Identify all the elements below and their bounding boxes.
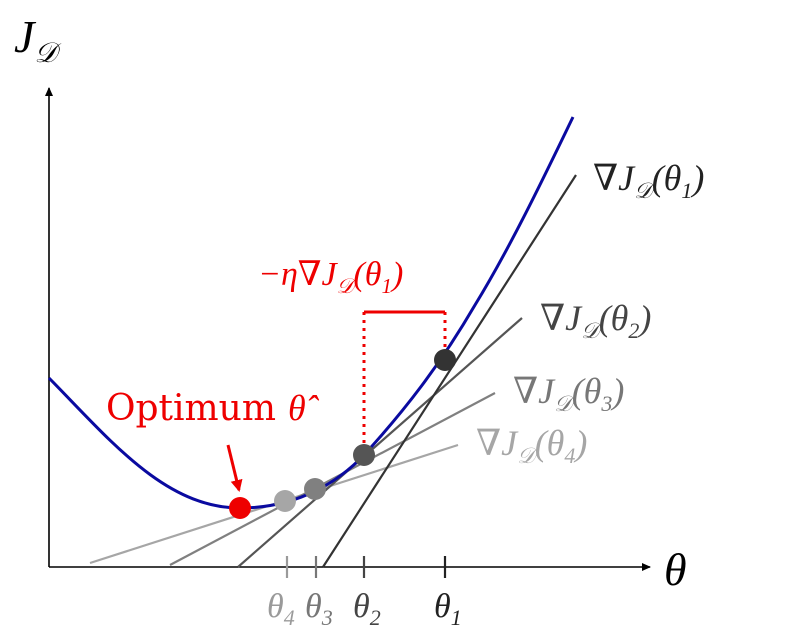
step-label: −η∇J𝒟(θ1) (258, 256, 403, 298)
x-axis-label: θ (664, 544, 687, 595)
tick-label-theta2: θ2 (353, 588, 381, 630)
tick-label-theta4: θ4 (267, 588, 295, 630)
gradient-label-theta4: ∇J𝒟(θ4) (476, 423, 587, 468)
theta4-point (274, 490, 296, 512)
tangent-line-theta2 (237, 317, 523, 568)
gradient-label-theta2: ∇J𝒟(θ2) (540, 298, 651, 343)
tick-label-theta3: θ3 (305, 588, 333, 630)
gradient-label-theta3: ∇J𝒟(θ3) (513, 371, 624, 416)
theta3-point (304, 478, 326, 500)
theta1-point (434, 349, 456, 371)
optimum-point (229, 497, 251, 519)
gradient-label-theta1: ∇J𝒟(θ1) (593, 158, 704, 203)
tangent-line-theta3 (169, 392, 496, 566)
theta2-point (353, 444, 375, 466)
tick-label-theta1: θ1 (434, 588, 462, 630)
tangent-line-theta1 (322, 174, 577, 568)
y-axis-label: J𝒟 (14, 11, 61, 69)
optimum-arrow (226, 444, 243, 492)
